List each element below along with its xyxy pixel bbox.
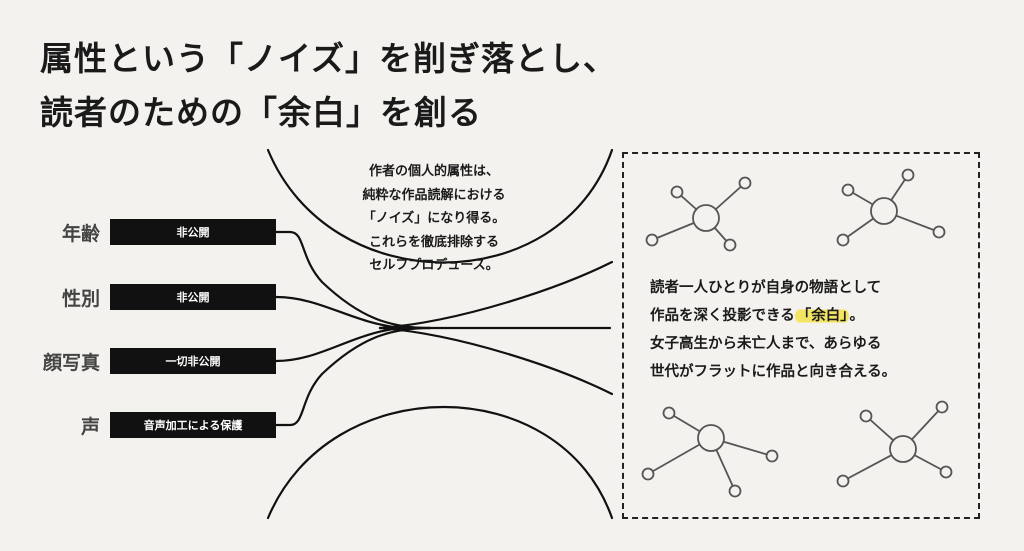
- page-title: 属性という「ノイズ」を削ぎ落とし、 読者のための「余白」を創る: [40, 32, 617, 140]
- attr-value-age: 非公開: [110, 219, 276, 245]
- center-note-line: これらを徹底排除する: [368, 234, 499, 250]
- center-note-line: 作者の個人的属性は、: [368, 164, 499, 179]
- description-line-2-end: 。: [849, 308, 864, 324]
- highlight-yohaku: 「余白」: [794, 308, 850, 324]
- attr-label-voice: 声: [80, 416, 100, 438]
- description-line-1: 読者一人ひとりが自身の物語として: [650, 280, 882, 296]
- network-node-icon: [645, 176, 752, 252]
- description-line-4: 世代がフラットに作品と向き合える。: [650, 364, 897, 380]
- center-note-line: セルフプロデュース。: [369, 258, 499, 273]
- connector-gender: [274, 295, 402, 330]
- description-line-2-text: 作品を深く投影できる: [650, 308, 795, 324]
- attr-label-photo: 顔写真: [42, 352, 100, 374]
- network-node-icon: [836, 400, 953, 488]
- funnel-lower-curve: [266, 405, 614, 520]
- network-node-icon: [641, 406, 779, 498]
- description-line-2: 作品を深く投影できる「余白」。: [650, 302, 970, 330]
- center-note-line: 純粋な作品読解における: [362, 187, 506, 203]
- center-note: 作者の個人的属性は、 純粋な作品読解における 「ノイズ」になり得る。 これらを徹…: [344, 160, 524, 278]
- connector-photo: [274, 326, 402, 363]
- funnel-upper-curve: [266, 148, 614, 264]
- output-lower-curve: [378, 326, 614, 396]
- title-line-1: 属性という「ノイズ」を削ぎ落とし、: [40, 39, 618, 78]
- output-upper-curve: [378, 260, 614, 330]
- reader-space-description: 読者一人ひとりが自身の物語として 作品を深く投影できる「余白」。 女子高生から未…: [650, 274, 970, 386]
- attr-value-photo: 一切非公開: [110, 348, 276, 374]
- description-line-3: 女子高生から未亡人まで、あらゆる: [650, 336, 882, 352]
- attr-label-gender: 性別: [61, 288, 100, 310]
- network-node-icon: [836, 168, 946, 247]
- attr-value-voice: 音声加工による保護: [110, 412, 276, 438]
- reader-space-panel: [622, 152, 980, 519]
- attr-value-gender: 非公開: [110, 284, 276, 310]
- attr-label-age: 年齢: [61, 223, 100, 245]
- title-line-2: 読者のための「余白」を創る: [40, 93, 482, 132]
- center-note-line: 「ノイズ」になり得る。: [362, 211, 506, 226]
